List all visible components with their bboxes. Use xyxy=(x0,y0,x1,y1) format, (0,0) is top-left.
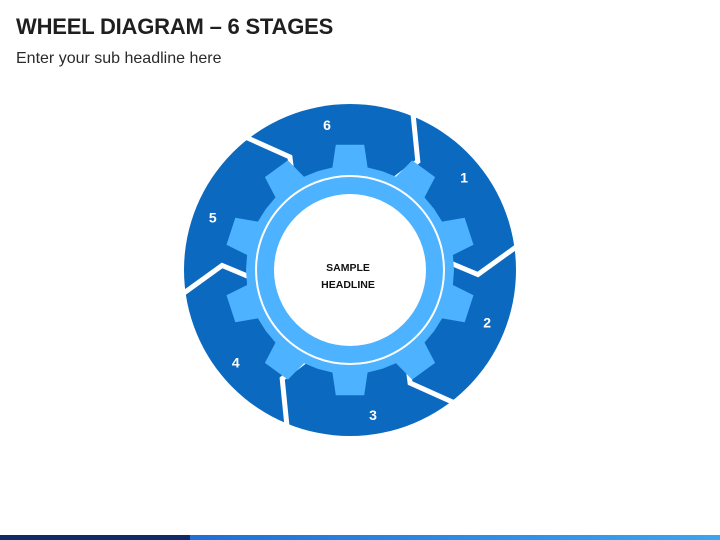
center-headline-line-2: HEADLINE xyxy=(321,279,375,291)
center-circle xyxy=(274,194,426,346)
stage-labels: 1 2 3 4 5 6 xyxy=(209,117,491,423)
slide-title: WHEEL DIAGRAM – 6 STAGES xyxy=(16,14,334,39)
footer-bar-dark xyxy=(0,535,190,540)
footer-bar-light xyxy=(190,535,720,540)
stage-label-5: 5 xyxy=(209,209,217,225)
stage-label-4: 4 xyxy=(232,355,240,371)
slide-subtitle: Enter your sub headline here xyxy=(16,50,222,67)
center-headline-line-1: SAMPLE xyxy=(326,262,370,274)
stage-label-6: 6 xyxy=(323,117,331,133)
stage-label-1: 1 xyxy=(460,170,468,186)
stage-label-2: 2 xyxy=(483,315,491,331)
stage-label-3: 3 xyxy=(369,407,377,423)
footer-bar xyxy=(0,535,720,540)
gear-inner-outline xyxy=(255,175,445,365)
